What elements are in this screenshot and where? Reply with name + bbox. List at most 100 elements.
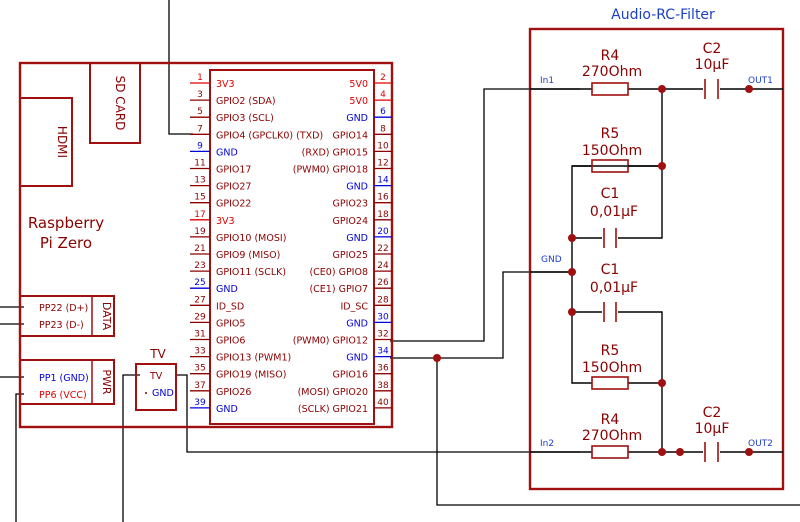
pin-left-number: 29 xyxy=(194,312,206,322)
pin-right-name: GND xyxy=(346,182,368,193)
c1-bot-value: 0,01µF xyxy=(590,280,638,296)
out1-label: OUT1 xyxy=(748,76,773,86)
pin-left-number: 7 xyxy=(197,124,203,134)
tv-pin-gnd: GND xyxy=(152,388,174,399)
pin-right-name: 5V0 xyxy=(349,79,368,90)
pin-right-name: GPIO16 xyxy=(333,370,368,381)
pin-left-number: 27 xyxy=(194,295,205,305)
c2-top-value: 10µF xyxy=(695,57,730,73)
pin-left-name: GPIO19 (MISO) xyxy=(216,370,286,381)
pin-left-number: 11 xyxy=(194,159,205,169)
pin-left-name: GPIO22 xyxy=(216,199,251,210)
pin-left-name: GPIO3 (SCL) xyxy=(216,113,274,124)
pin-left-number: 37 xyxy=(194,381,205,391)
c2-bot-value: 10µF xyxy=(695,421,730,437)
pin-left-name: GPIO9 (MISO) xyxy=(216,250,280,261)
pin-right-number: 14 xyxy=(377,176,389,186)
pin-right-number: 36 xyxy=(377,364,389,374)
pin-right-number: 12 xyxy=(377,159,388,169)
pin-left-number: 31 xyxy=(194,330,205,340)
pin-left-number: 3 xyxy=(197,90,203,100)
pi-outline xyxy=(18,61,394,429)
pin-right-name: GND xyxy=(346,233,368,244)
pin-right-number: 6 xyxy=(380,107,386,117)
pin-right-name: (SCLK) GPIO21 xyxy=(298,404,368,415)
r5-bot-name: R5 xyxy=(601,343,620,359)
pin-right-number: 18 xyxy=(377,210,389,220)
pin-left-number: 9 xyxy=(197,141,203,151)
pin-left-number: 39 xyxy=(194,398,206,408)
pin-right-number: 4 xyxy=(380,90,386,100)
pin-right-name: (CE1) GPIO7 xyxy=(309,284,368,295)
r4-top-name: R4 xyxy=(601,48,620,64)
wire-c1-top-r xyxy=(618,166,663,239)
junction-out1 xyxy=(745,85,753,93)
r5-bot-value: 150Ohm xyxy=(582,360,642,376)
board-name-1: Raspberry xyxy=(28,214,104,232)
pin-left-number: 19 xyxy=(194,227,206,237)
pin-right-number: 24 xyxy=(377,261,389,271)
hdmi-port xyxy=(19,97,73,187)
pin-left-number: 17 xyxy=(194,210,205,220)
pin-right-number: 38 xyxy=(377,381,389,391)
wire-pwr-vcc xyxy=(15,393,24,522)
gpio-header xyxy=(209,69,375,425)
pin-left-name: GPIO10 (MOSI) xyxy=(216,233,286,244)
junction-in1 xyxy=(658,85,666,93)
c1-top-value: 0,01µF xyxy=(590,204,638,220)
pin-left-number: 21 xyxy=(194,244,205,254)
gnd-label: GND xyxy=(541,255,562,265)
pin-right-number: 22 xyxy=(377,244,388,254)
pin-right-name: (MOSI) GPIO20 xyxy=(298,387,368,398)
data-block xyxy=(19,295,115,337)
r4-bot-body xyxy=(591,445,629,459)
pin-right-name: 5V0 xyxy=(349,96,368,107)
data-label: DATA xyxy=(100,302,113,331)
pin-left-number: 13 xyxy=(194,176,205,186)
pin-left-name: GPIO27 xyxy=(216,182,251,193)
pin-right-name: GND xyxy=(346,318,368,329)
pin-right-number: 30 xyxy=(377,312,389,322)
junction-r5bot xyxy=(658,379,666,387)
wire-tv-down xyxy=(122,374,140,522)
pwr-pin-vcc: PP6 (VCC) xyxy=(39,390,87,401)
pin-right-name: GPIO25 xyxy=(333,250,368,261)
pin-right-name: GND xyxy=(346,113,368,124)
pin-right-number: 10 xyxy=(377,141,389,151)
pwr-label: PWR xyxy=(100,369,113,395)
r4-bot-value: 270Ohm xyxy=(582,428,642,444)
wire-tv-in2 xyxy=(175,374,580,453)
pin-left-number: 23 xyxy=(194,261,205,271)
pin-left-name: GND xyxy=(216,147,238,158)
c2-bot-name: C2 xyxy=(703,405,722,421)
pin-right-name: (RXD) GPIO15 xyxy=(302,147,368,158)
r5-top-value: 150Ohm xyxy=(582,143,642,159)
wire-gpio12-in1 xyxy=(390,88,580,342)
wire-gnd-34 xyxy=(390,271,572,359)
pin-left-name: GPIO11 (SCLK) xyxy=(216,267,286,278)
data-pin-1: PP22 (D+) xyxy=(39,303,88,314)
junction-c1top xyxy=(568,234,576,242)
pin-left-name: GPIO17 xyxy=(216,165,251,176)
pin-left-number: 1 xyxy=(197,73,203,83)
junction-r5top xyxy=(658,162,666,170)
junction-r4bot xyxy=(676,448,684,456)
hdmi-label: HDMI xyxy=(55,126,69,158)
tv-pin-tv: TV xyxy=(149,371,163,382)
junction-out2 xyxy=(745,448,753,456)
pin-right-name: GPIO14 xyxy=(333,130,368,141)
pin-left-name: 3V3 xyxy=(216,79,235,90)
pin-left-name: GPIO5 xyxy=(216,318,245,329)
pin-left-number: 5 xyxy=(197,107,203,117)
pin-left-name: GPIO6 xyxy=(216,336,245,347)
pin-right-name: GPIO23 xyxy=(333,199,368,210)
c2-top-name: C2 xyxy=(703,41,722,57)
pin-left-number: 25 xyxy=(194,278,205,288)
r4-bot-name: R4 xyxy=(601,412,620,428)
pin-left-name: GPIO4 (GPCLK0) (TXD) xyxy=(216,130,323,141)
wire-r5-bot xyxy=(571,312,592,384)
pin-right-number: 26 xyxy=(377,278,389,288)
audio-rc-filter: Audio-RC-Filter In1 In2 OUT1 OUT2 GND xyxy=(528,7,785,491)
